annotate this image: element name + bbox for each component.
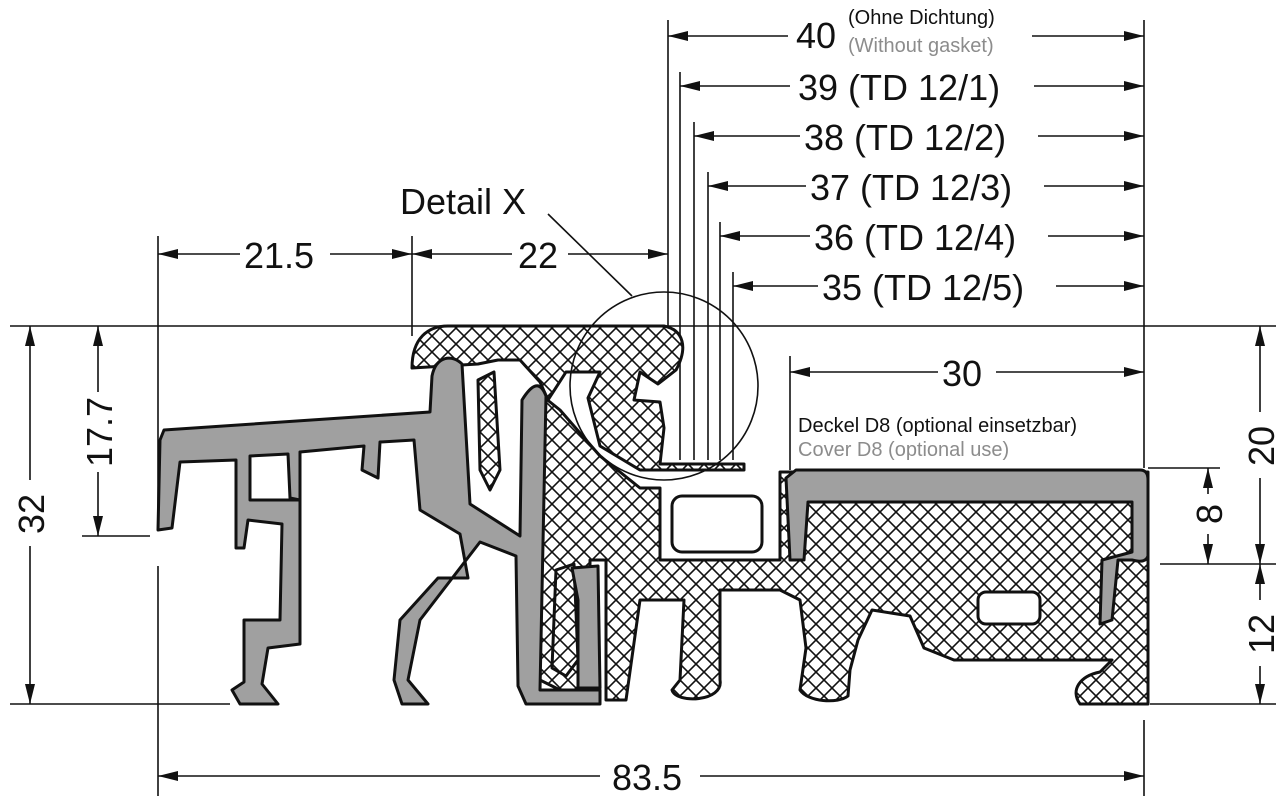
dim-height-lower: 12 (1241, 614, 1282, 654)
gasket-main-body (538, 392, 1150, 706)
gasket-variant-lines (679, 72, 734, 460)
dim-bottom-width: 83.5 (612, 757, 682, 798)
dim-gasket-4: 36 (TD 12/4) (814, 217, 1016, 258)
cover-label-de: Deckel D8 (optional einsetzbar) (798, 415, 1077, 437)
gasket-top-seal (410, 324, 746, 472)
gasket-profile (410, 324, 1150, 706)
cover-d8 (784, 468, 1150, 626)
dim-cover-width: 30 (942, 353, 982, 394)
dim-40-note-de: (Ohne Dichtung) (848, 7, 995, 29)
gasket-left-lip (476, 370, 502, 492)
dim-40-note-en: (Without gasket) (848, 35, 994, 57)
dim-height-inner: 17.7 (79, 397, 120, 467)
detail-x-marker (547, 213, 759, 481)
dim-gasket-1: 39 (TD 12/1) (798, 67, 1000, 108)
gasket-inner-lip (550, 562, 580, 678)
aluminium-profile (156, 356, 1150, 706)
cover-label-en: Cover D8 (optional use) (798, 439, 1009, 461)
gasket-slot-upper (670, 494, 764, 554)
frame-inner-leg (570, 564, 602, 690)
gasket-slot-lower (976, 590, 1042, 626)
detail-x-circle (569, 291, 759, 481)
dim-gasket-2: 38 (TD 12/2) (804, 117, 1006, 158)
dim-cover-height: 8 (1189, 504, 1230, 524)
dim-40-value: 40 (796, 15, 836, 56)
dim-height-total: 32 (11, 494, 52, 534)
detail-x-leader (547, 213, 633, 297)
dim-width-a: 21.5 (244, 235, 314, 276)
dim-height-upper: 20 (1241, 426, 1282, 466)
dim-width-b: 22 (518, 235, 558, 276)
dimension-lines (25, 31, 1265, 781)
frame-profile (156, 356, 602, 706)
detail-x-label: Detail X (400, 181, 526, 222)
dim-gasket-5: 35 (TD 12/5) (822, 267, 1024, 308)
dim-gasket-3: 37 (TD 12/3) (810, 167, 1012, 208)
